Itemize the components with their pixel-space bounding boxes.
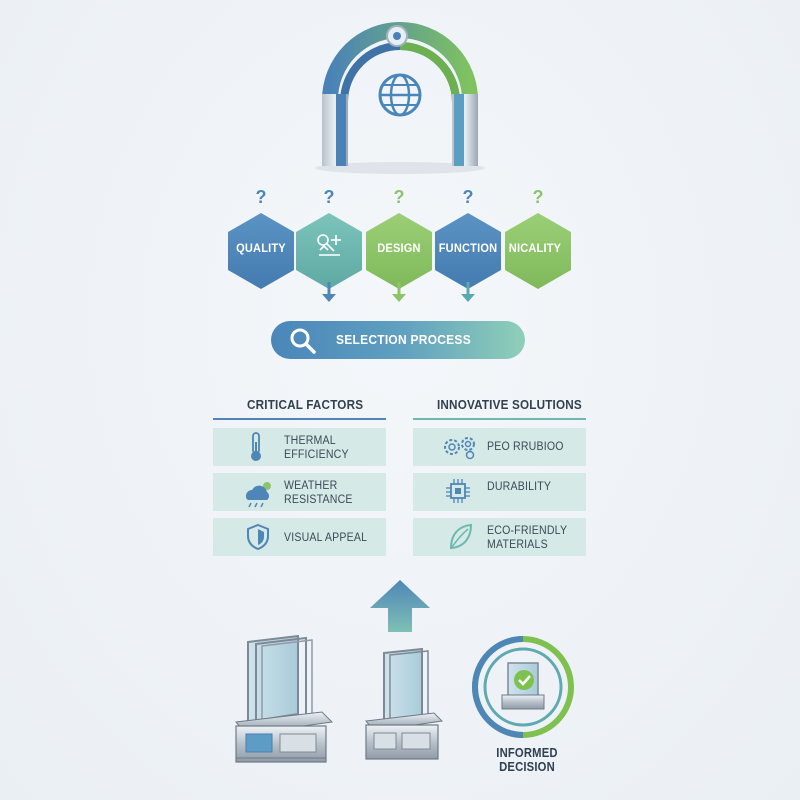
- shield-icon: [247, 523, 269, 551]
- critical-underline: [213, 418, 386, 420]
- list-item: [413, 473, 586, 511]
- hex-function: [435, 213, 501, 289]
- informed-decision-label: INFORMED DECISION: [496, 746, 558, 774]
- tools-icon: [317, 234, 341, 256]
- critical-factors-title: CRITICAL FACTORS: [247, 397, 364, 412]
- leaf-icon: [449, 523, 473, 550]
- list-item: [213, 473, 386, 511]
- arrow-up-icon: [370, 580, 430, 632]
- peo-label: PEO RRUBIOO: [487, 441, 564, 453]
- weather-cloud-icon: [245, 482, 271, 508]
- list-item: [413, 428, 586, 466]
- hex-nicality: [505, 213, 571, 289]
- question-mark: ?: [462, 187, 474, 207]
- search-icon: [290, 328, 316, 354]
- hex-label-design: DESIGN: [377, 241, 421, 255]
- factor-hexagons: [228, 213, 571, 302]
- thermometer-icon: [251, 432, 261, 461]
- list-item: [213, 518, 386, 556]
- arch-illustration: [315, 22, 485, 174]
- check-icon: [514, 670, 534, 690]
- arrow-down-icon: [392, 282, 406, 302]
- innovative-underline: [413, 418, 586, 420]
- hex-label-function: FUNCTION: [438, 241, 498, 255]
- list-item: [413, 518, 586, 556]
- chip-icon: [446, 479, 470, 503]
- question-mark: ?: [323, 187, 335, 207]
- question-mark: ?: [532, 187, 544, 207]
- gears-icon: [444, 437, 475, 460]
- hex-label-quality: QUALITY: [236, 241, 286, 255]
- question-mark: ?: [393, 187, 405, 207]
- list-item: [213, 428, 386, 466]
- innovative-solutions-title: INNOVATIVE SOLUTIONS: [437, 397, 582, 412]
- question-mark: ?: [255, 187, 267, 207]
- informed-decision-badge: [471, 636, 574, 738]
- arrow-down-icon: [322, 282, 336, 302]
- hex-design: [366, 213, 432, 289]
- durability-label: DURABILITY: [487, 481, 552, 493]
- arrow-down-icon: [461, 282, 475, 302]
- visual-appeal-label: VISUAL APPEAL: [284, 532, 368, 544]
- selection-process-label: SELECTION PROCESS: [336, 332, 471, 347]
- hex-label-nicality: NICALITY: [508, 241, 562, 255]
- window-profile-image: [235, 634, 334, 763]
- window-profile-image: [365, 647, 444, 760]
- globe-icon: [378, 73, 422, 117]
- hex-quality: [228, 213, 294, 289]
- hex-tools: [296, 213, 362, 289]
